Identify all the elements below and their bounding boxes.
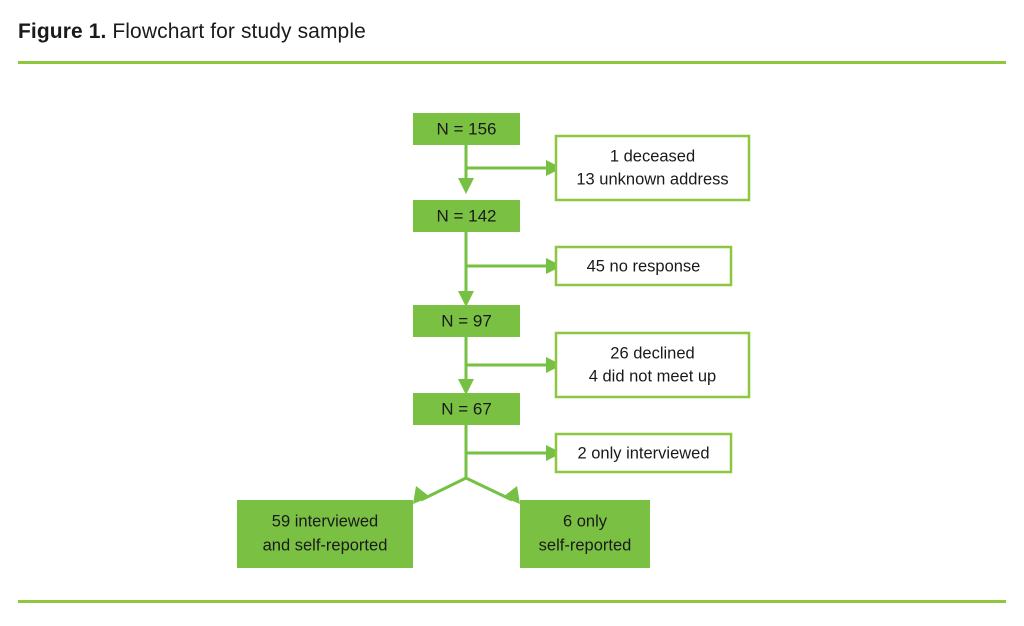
divider-bottom	[18, 600, 1006, 603]
arrowhead-down-97	[458, 291, 474, 307]
main-node-n97[interactable]: N = 97	[413, 305, 520, 337]
exclusion-node-ex2[interactable]: 45 no response	[554, 245, 733, 287]
exclusion-node-ex1-line-2: 13 unknown address	[576, 170, 728, 188]
main-node-n142[interactable]: N = 142	[413, 200, 520, 232]
figure-caption: Flowchart for study sample	[106, 20, 366, 43]
figure-title: Figure 1. Flowchart for study sample	[18, 18, 366, 46]
terminal-node-t1-box[interactable]	[237, 500, 413, 568]
arrowhead-right-ex2	[546, 258, 562, 274]
arrowhead-right-ex4	[546, 445, 562, 461]
main-node-n156[interactable]: N = 156	[413, 113, 520, 145]
flowchart-svg: N = 156 N = 142 N = 97 N = 67 1 deceased…	[237, 113, 751, 568]
exclusion-node-ex2-box[interactable]	[554, 245, 733, 287]
exclusion-node-ex4-line-1: 2 only interviewed	[577, 444, 709, 462]
main-node-n97-box[interactable]	[413, 305, 520, 337]
arrowhead-fork-left	[413, 486, 430, 504]
main-node-n67-label: N = 67	[441, 399, 492, 418]
arrowhead-down-67	[458, 379, 474, 395]
exclusion-node-ex1[interactable]: 1 deceased 13 unknown address	[554, 134, 751, 202]
arrowhead-layer	[413, 160, 562, 504]
arrowhead-down-142	[458, 178, 474, 194]
terminal-node-t2-box[interactable]	[520, 500, 650, 568]
figure-number: Figure 1.	[18, 20, 107, 43]
main-node-n142-label: N = 142	[436, 206, 496, 225]
flowchart-area: N = 156 N = 142 N = 97 N = 67 1 deceased…	[0, 70, 1024, 594]
main-node-n67[interactable]: N = 67	[413, 393, 520, 425]
exclusion-node-ex3[interactable]: 26 declined 4 did not meet up	[554, 331, 751, 399]
main-node-n156-label: N = 156	[436, 119, 496, 138]
exclusion-node-ex1-line-1: 1 deceased	[610, 147, 695, 165]
exclusion-node-ex2-line-1: 45 no response	[587, 257, 701, 275]
exclusion-node-ex4-box[interactable]	[554, 432, 733, 474]
main-node-n142-box[interactable]	[413, 200, 520, 232]
terminal-node-t2-line-1: 6 only	[563, 512, 608, 530]
main-node-n97-label: N = 97	[441, 311, 492, 330]
exclusion-node-ex4[interactable]: 2 only interviewed	[554, 432, 733, 474]
main-node-n67-box[interactable]	[413, 393, 520, 425]
arrowhead-right-ex3	[546, 357, 562, 373]
divider-top	[18, 61, 1006, 64]
exclusion-node-ex3-box[interactable]	[554, 331, 751, 399]
exclusion-node-ex3-line-1: 26 declined	[610, 344, 694, 362]
arrowhead-fork-right	[503, 486, 520, 504]
exclusion-node-ex3-line-2: 4 did not meet up	[589, 367, 717, 385]
terminal-node-t1-line-1: 59 interviewed	[272, 512, 378, 530]
terminal-node-t1[interactable]: 59 interviewed and self-reported	[237, 500, 413, 568]
terminal-node-t2[interactable]: 6 only self-reported	[520, 500, 650, 568]
main-node-n156-box[interactable]	[413, 113, 520, 145]
terminal-node-t2-line-2: self-reported	[539, 536, 632, 554]
exclusion-node-ex1-box[interactable]	[554, 134, 751, 202]
terminal-node-t1-line-2: and self-reported	[263, 536, 388, 554]
arrowhead-right-ex1	[546, 160, 562, 176]
